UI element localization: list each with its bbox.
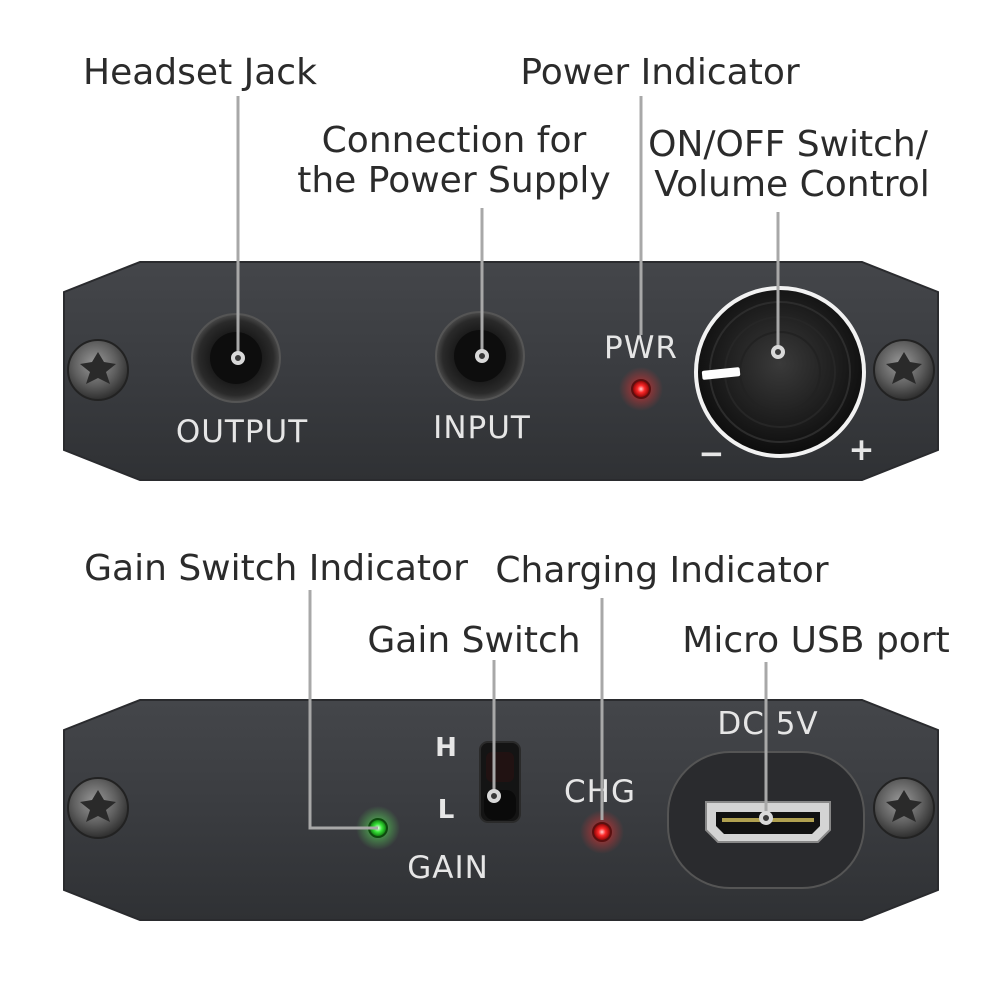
top-panel: OUTPUT INPUT PWR − +: [63, 261, 939, 481]
gain-switch-indicator-callout: Gain Switch Indicator: [84, 548, 468, 589]
screw-icon: [67, 777, 129, 839]
gain-l-label: L: [438, 795, 455, 825]
volume-plus-label: +: [849, 432, 876, 468]
power-led-icon: [631, 379, 651, 399]
headset-jack-callout: Headset Jack: [83, 52, 317, 93]
bottom-leaders: [308, 590, 773, 830]
input-label: INPUT: [433, 410, 531, 446]
chg-led-icon: [592, 822, 612, 842]
pwr-label: PWR: [604, 330, 678, 366]
volume-minus-label: −: [699, 436, 726, 472]
bottom-panel: GAIN H L CHG DC 5V: [63, 699, 939, 921]
top-leaders: [231, 96, 785, 365]
gain-label: GAIN: [407, 850, 489, 886]
onoff-callout-line1: ON/OFF Switch/: [648, 124, 929, 165]
volume-knob[interactable]: [694, 286, 866, 458]
output-label: OUTPUT: [176, 414, 308, 450]
power-supply-callout-line1: Connection for: [322, 120, 587, 161]
chg-label: CHG: [564, 774, 636, 810]
micro-usb-callout: Micro USB port: [682, 620, 949, 661]
screw-icon: [873, 339, 935, 401]
gain-switch-callout: Gain Switch: [367, 620, 580, 661]
power-indicator-callout: Power Indicator: [520, 52, 800, 93]
gain-h-label: H: [435, 733, 457, 763]
knob-indicator-mark: [701, 367, 741, 380]
charging-indicator-callout: Charging Indicator: [495, 550, 828, 591]
dc5v-label: DC 5V: [717, 706, 818, 742]
power-supply-callout-line2: the Power Supply: [297, 160, 611, 201]
onoff-callout-line2: Volume Control: [654, 164, 929, 205]
screw-icon: [67, 339, 129, 401]
screw-icon: [873, 777, 935, 839]
gain-switch[interactable]: [479, 741, 521, 823]
